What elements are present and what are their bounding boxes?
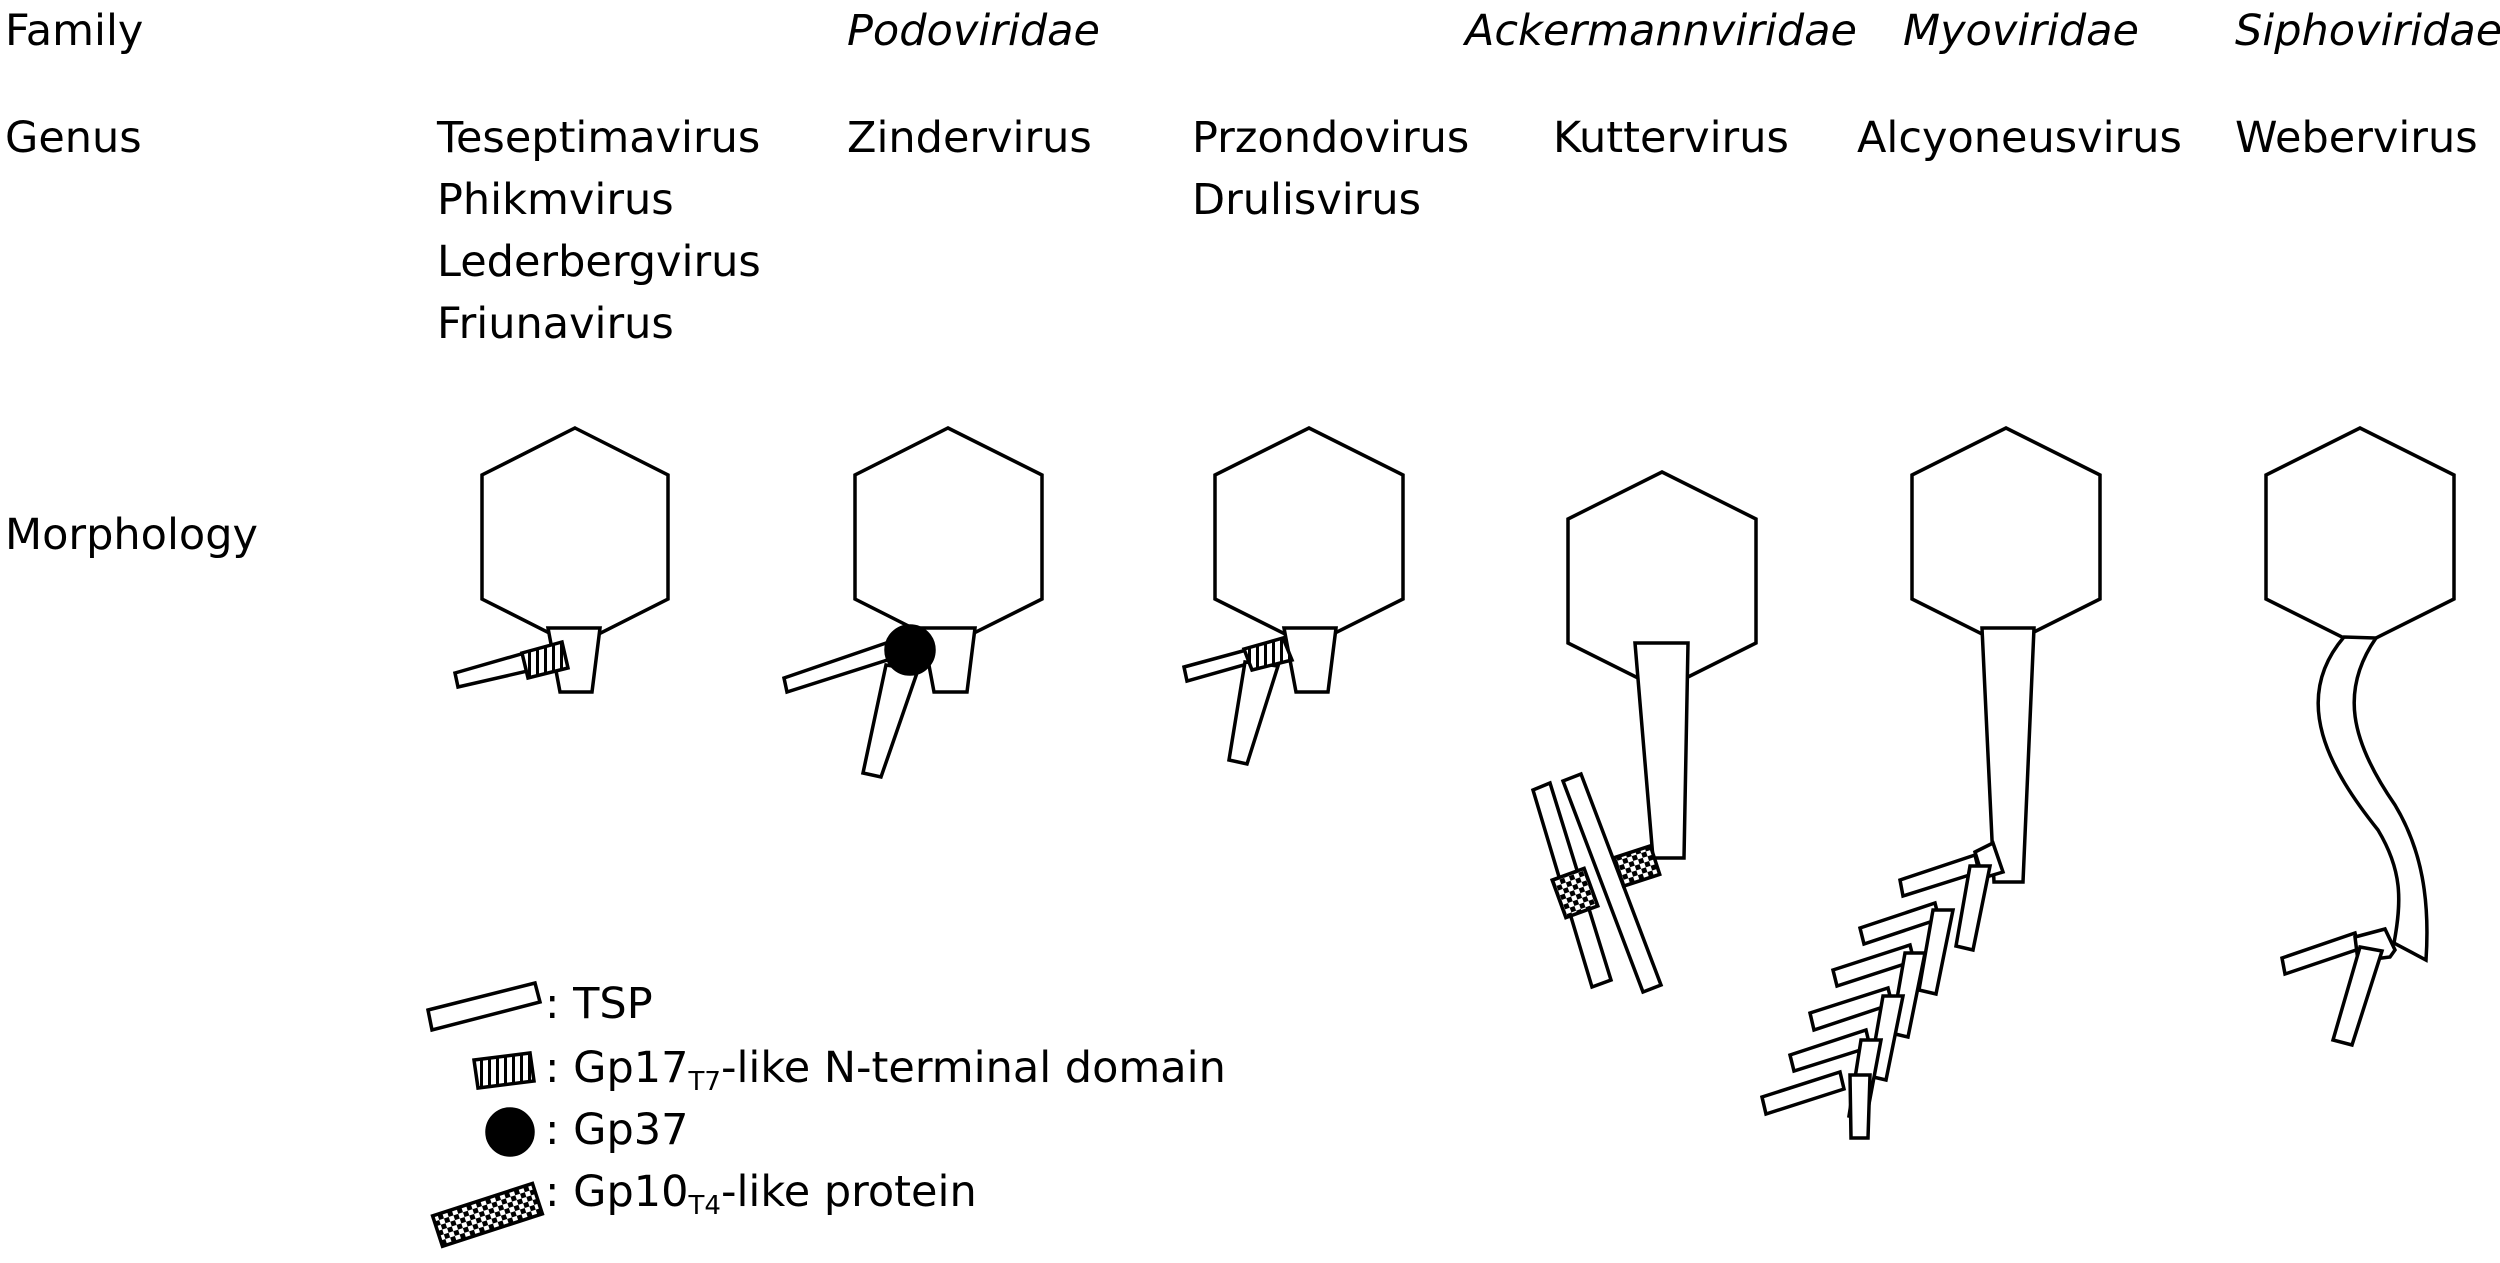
- capsid: [2264, 426, 2456, 648]
- legend-gp10-icon: [430, 1181, 545, 1249]
- tail: [1281, 626, 1338, 694]
- genus-list-col2: Zindervirus: [847, 107, 1092, 169]
- gp10-protein: [1612, 843, 1662, 889]
- genus-name: Teseptimavirus: [437, 113, 761, 163]
- gp10-protein: [1549, 866, 1601, 920]
- tail-spike-protein: [1953, 864, 1993, 953]
- phage-zindervirus: [781, 426, 1044, 780]
- tail: [919, 626, 977, 694]
- family-podoviridae: Podoviridae: [847, 6, 1100, 56]
- legend-tsp-label: : TSP: [545, 979, 653, 1029]
- genus-name: Lederbergvirus: [437, 237, 761, 287]
- tail-spike-protein: [1848, 1073, 1872, 1140]
- tail-spike-protein: [860, 663, 921, 780]
- row-label-genus: Genus: [5, 113, 142, 163]
- phage-kuttervirus: [1530, 470, 1758, 995]
- genus-list-col3: Przondovirus Drulisvirus: [1192, 107, 1469, 231]
- tail-spike-protein: [2280, 930, 2362, 977]
- legend-gp17-sub: T7: [688, 1067, 721, 1097]
- legend-gp17-suffix: -like N-terminal domain: [720, 1043, 1226, 1093]
- capsid: [480, 426, 670, 648]
- legend-gp17-icon: [472, 1051, 536, 1090]
- genus-list-col6: Webervirus: [2235, 107, 2478, 169]
- legend-gp10-prefix: : Gp10: [545, 1167, 689, 1217]
- gp17-domain: [519, 639, 571, 681]
- legend-gp17-prefix: : Gp17: [545, 1043, 689, 1093]
- genus-list-col1: Teseptimavirus Phikmvirus Lederbergvirus…: [437, 107, 761, 355]
- genus-name: Phikmvirus: [437, 175, 674, 225]
- row-label-family: Family: [5, 6, 144, 56]
- genus-name: Webervirus: [2235, 113, 2478, 163]
- capsid: [1213, 426, 1405, 648]
- genus-list-col4: Kuttervirus: [1553, 107, 1789, 169]
- legend-gp17-label: : Gp17T7-like N-terminal domain: [545, 1037, 1226, 1099]
- gp17-domain: [1241, 635, 1295, 673]
- family-myoviridae: Myoviridae: [1903, 6, 2139, 56]
- phage-alcyoneusvirus: [1759, 426, 2102, 1140]
- legend-gp10-sub: T4: [688, 1191, 721, 1221]
- legend-gp10-suffix: -like protein: [720, 1167, 977, 1217]
- flexible-tail: [2316, 635, 2429, 963]
- family-ackermannviridae: Ackermannviridae: [1465, 6, 1857, 56]
- phage-webervirus: [2264, 426, 2456, 1048]
- genus-name: Alcyoneusvirus: [1857, 113, 2182, 163]
- legend-symbols: [425, 980, 545, 1249]
- gp37-protein: [884, 624, 936, 676]
- capsid: [853, 426, 1044, 648]
- capsid: [1910, 426, 2102, 648]
- tail-spike-protein: [1759, 1069, 1847, 1117]
- tail-spike-protein: [2330, 944, 2385, 1048]
- genus-name: Zindervirus: [847, 113, 1092, 163]
- tail: [1633, 641, 1690, 860]
- tail: [1980, 626, 2036, 884]
- tail-spike-protein: [1560, 771, 1664, 995]
- row-label-morphology: Morphology: [5, 510, 258, 560]
- phage-przondovirus: [1181, 426, 1405, 767]
- legend-gp37-label: : Gp37: [545, 1105, 689, 1155]
- tail-spike-protein: [1227, 660, 1281, 767]
- genus-name: Przondovirus: [1192, 113, 1470, 163]
- genus-name: Drulisvirus: [1192, 175, 1422, 225]
- family-siphoviridae: Siphoviridae: [2235, 6, 2500, 56]
- genus-name: Friunavirus: [437, 299, 674, 349]
- genus-list-col5: Alcyoneusvirus: [1857, 107, 2182, 169]
- genus-name: Kuttervirus: [1553, 113, 1789, 163]
- legend-gp37-icon: [485, 1107, 535, 1157]
- legend-tsp-icon: [425, 980, 543, 1033]
- phage-teseptimavirus: [452, 426, 670, 694]
- legend-gp10-label: : Gp10T4-like protein: [545, 1161, 977, 1223]
